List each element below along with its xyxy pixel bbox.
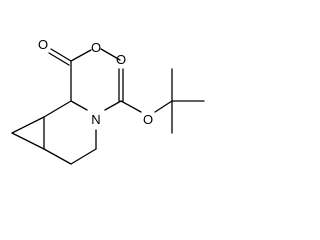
bond-ester-co-double-b [48,52,70,66]
molecule-structure: O O N O O [11,37,205,165]
bond-n-boc-c [104,100,122,111]
atom-label-boc-ether-o: O [143,112,153,127]
bond-c4-c5 [70,148,97,165]
bond-c7-c2 [43,100,72,118]
bond-o-methyl [100,48,121,61]
bond-boc-c-o [120,100,142,113]
bond-cp-bottom [11,132,45,150]
atom-label-ring-n: N [91,112,100,127]
atom-label-ester-carbonyl-o: O [38,37,48,52]
bond-o-tbu [154,100,173,113]
atom-label-ester-methoxy-o: O [91,40,101,55]
bond-ester-c-o [70,49,92,62]
bond-cp-top [11,116,45,134]
bond-ester-co-double-a [50,48,72,62]
atom-label-boc-carbonyl-o: O [116,52,126,67]
bond-c2-n [70,100,88,111]
bond-c5-c6 [43,148,72,165]
